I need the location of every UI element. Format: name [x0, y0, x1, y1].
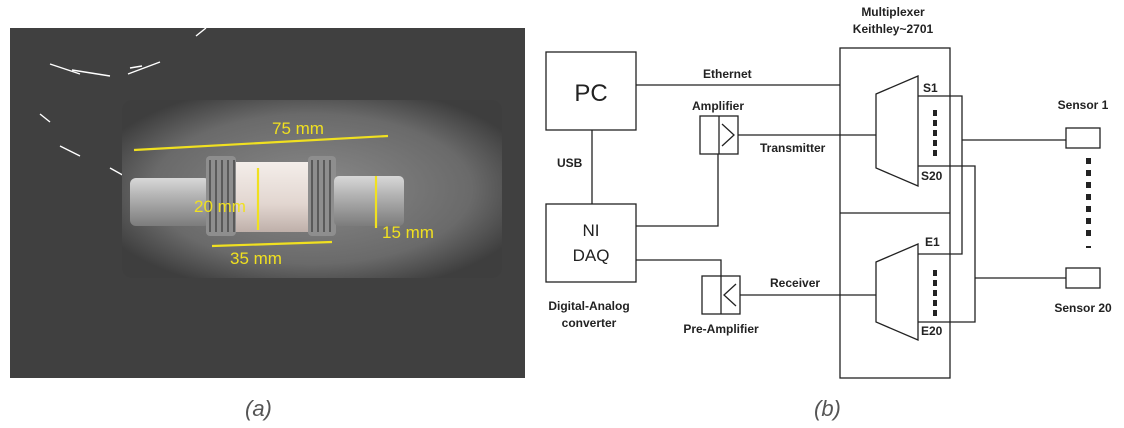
amplifier-label: Amplifier: [692, 99, 744, 113]
daq-caption-2: converter: [562, 316, 617, 330]
sensor1-box: [1066, 128, 1100, 148]
sensor1-label: Sensor 1: [1058, 98, 1109, 112]
dim-diameter-inner-label: 20 mm: [194, 197, 246, 216]
channel-dots-top: [933, 110, 937, 156]
sample-right-end: [334, 176, 404, 226]
multiplexer-title-1: Multiplexer: [861, 5, 925, 19]
daq-box: [546, 204, 636, 282]
preamplifier-triangle: [724, 284, 736, 306]
dim-middle-label: 35 mm: [230, 249, 282, 268]
channel-dots-bottom: [933, 270, 937, 316]
multiplexer-title-2: Keithley~2701: [853, 22, 934, 36]
preamplifier-label: Pre-Amplifier: [683, 322, 759, 336]
mux-top: [876, 76, 918, 186]
transmitter-label: Transmitter: [760, 141, 826, 155]
e20-label: E20: [921, 324, 943, 338]
s20-label: S20: [921, 169, 943, 183]
usb-label: USB: [557, 156, 583, 170]
s1-label: S1: [923, 81, 938, 95]
sensor-dots: [1086, 158, 1091, 248]
e1-label: E1: [925, 235, 940, 249]
mux-bottom: [876, 244, 918, 340]
daq-to-amplifier: [636, 154, 718, 226]
receiver-label: Receiver: [770, 276, 820, 290]
daq-to-preamplifier: [636, 260, 721, 276]
daq-label-1: NI: [583, 221, 600, 240]
setup-block-diagram: Multiplexer Keithley~2701 PC Ethernet US…: [528, 0, 1124, 428]
sample-photo: 75 mm 20 mm 35 mm 15 mm: [10, 28, 525, 378]
dim-diameter-outer-label: 15 mm: [382, 223, 434, 242]
sensor20-label: Sensor 20: [1054, 301, 1112, 315]
daq-caption-1: Digital-Analog: [548, 299, 629, 313]
ethernet-label: Ethernet: [703, 67, 752, 81]
caption-b: (b): [814, 396, 841, 422]
daq-label-2: DAQ: [573, 246, 610, 265]
caption-a: (a): [245, 396, 272, 422]
sample-sleeve: [236, 162, 310, 232]
amplifier-triangle: [722, 124, 734, 146]
pc-label: PC: [574, 80, 607, 107]
dim-length-label: 75 mm: [272, 119, 324, 138]
sensor20-box: [1066, 268, 1100, 288]
